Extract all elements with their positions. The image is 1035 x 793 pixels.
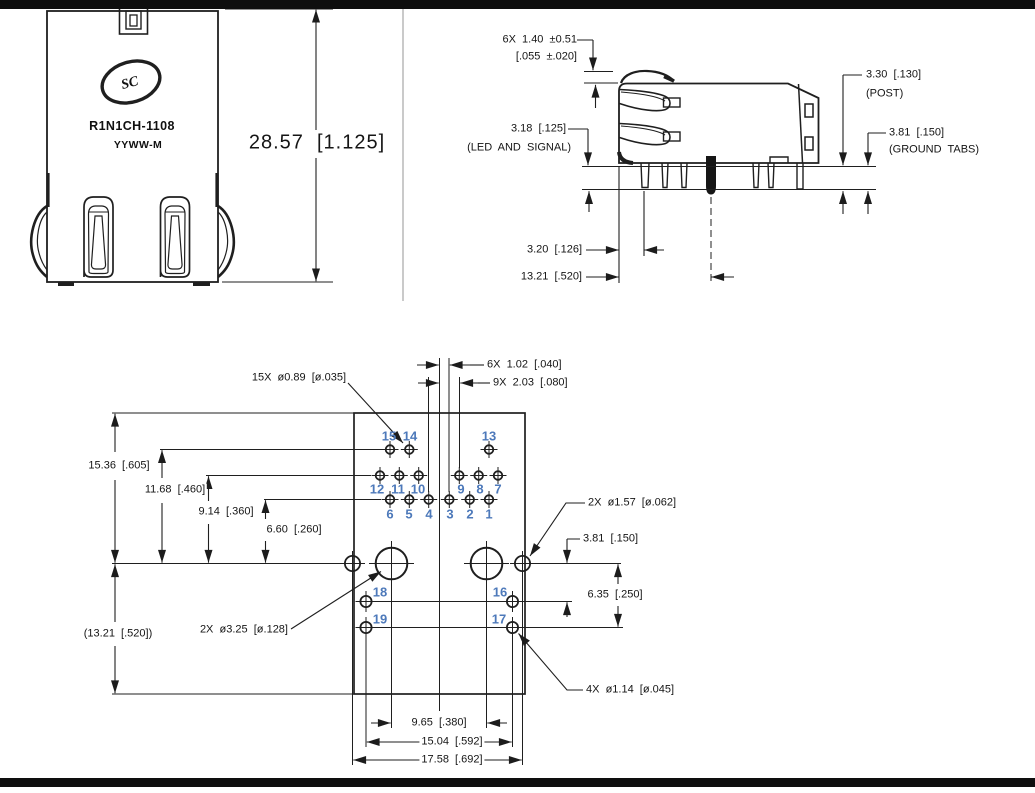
- dim-stagger-pitch: 6X 1.02 [.040]: [487, 358, 562, 371]
- dim-body-depth-ref: (13.21 [.520]): [81, 627, 155, 641]
- dim-mount-span: 9.65 [.380]: [409, 716, 469, 730]
- dim-side-hole-span: 17.58 [.692]: [419, 753, 485, 767]
- left-prong: [83, 196, 114, 278]
- dim-led-row-offset: 3.81 [.150]: [583, 532, 639, 545]
- pin-label-12: 12: [369, 481, 385, 497]
- side-view-drawing: [568, 39, 886, 283]
- footprint-dimensions: [111, 361, 622, 764]
- dim-body-height: 28.57 [1.125]: [246, 131, 388, 155]
- pin-label-17: 17: [491, 611, 507, 627]
- dim-led-row2-offset: 6.35 [.250]: [585, 588, 645, 602]
- pin-label-18: 18: [372, 584, 388, 600]
- pin-label-14: 14: [402, 428, 418, 444]
- dim-front-to-pin: 3.20 [.126]: [526, 243, 582, 256]
- pin-label-19: 19: [372, 611, 388, 627]
- pin-label-15: 15: [381, 428, 397, 444]
- lower-contact-finger: [619, 122, 671, 146]
- leader-signal-holes: [347, 382, 404, 444]
- dim-front-to-post: 13.21 [.520]: [520, 270, 582, 283]
- dim-side-holes: 2X ø1.57 [ø.062]: [588, 496, 677, 509]
- dim-pin-protrusion-in: [.055 ±.020]: [515, 50, 577, 63]
- side-pins: [640, 162, 775, 189]
- pin-label-5: 5: [405, 506, 413, 522]
- part-number-label: R1N1CH-1108: [89, 119, 175, 133]
- footprint-drawing: [111, 358, 623, 765]
- pin-label-1: 1: [485, 506, 493, 522]
- dim-led-signal-note: (LED AND SIGNAL): [467, 141, 571, 154]
- upper-contact-finger: [619, 88, 671, 112]
- dim-led-signal: 3.18 [.125]: [510, 122, 566, 135]
- dim-led-span: 15.04 [.592]: [419, 735, 485, 749]
- dim-row-top: 11.68 [.460]: [142, 483, 208, 497]
- leader-led-holes: [518, 633, 583, 691]
- dim-post: 3.30 [.130]: [866, 68, 922, 81]
- sc-logo-ellipse: [100, 59, 162, 105]
- dim-row-pitch: 9X 2.03 [.080]: [493, 376, 568, 389]
- pin-label-7: 7: [494, 481, 502, 497]
- dim-top-edge: 15.36 [.605]: [86, 459, 152, 473]
- front-height-dimension: [222, 8, 333, 283]
- dim-pin-protrusion-mm: 6X 1.40 ±0.51: [502, 33, 577, 46]
- dim-post-note: (POST): [866, 87, 904, 100]
- dim-signal-holes: 15X ø0.89 [ø.035]: [251, 371, 346, 384]
- side-body-outline: [618, 82, 820, 164]
- pin-label-10: 10: [410, 481, 426, 497]
- pin-label-11: 11: [391, 481, 405, 497]
- pin-label-3: 3: [446, 506, 454, 522]
- pin-label-2: 2: [466, 506, 474, 522]
- leader-side-holes: [529, 502, 585, 557]
- dim-row-mid: 9.14 [.360]: [196, 505, 256, 519]
- dim-ground-tabs-note: (GROUND TABS): [889, 143, 980, 156]
- left-ear: [29, 204, 48, 278]
- side-dimensions: [568, 39, 886, 281]
- dim-mount-holes: 2X ø3.25 [ø.128]: [199, 623, 288, 636]
- side-reference-lines: [582, 70, 876, 283]
- pin-label-13: 13: [481, 428, 497, 444]
- pin-label-8: 8: [476, 481, 484, 497]
- ground-tab-slot-upper: [804, 103, 814, 118]
- pin-label-16: 16: [492, 584, 508, 600]
- pin-label-4: 4: [425, 506, 433, 522]
- front-view-drawing: [29, 5, 333, 286]
- ground-tab-slot-lower: [804, 136, 814, 151]
- pin-label-6: 6: [386, 506, 394, 522]
- pin-label-9: 9: [457, 481, 465, 497]
- top-border-bar: [0, 0, 1035, 9]
- dim-led-holes: 4X ø1.14 [ø.045]: [586, 683, 675, 696]
- right-ear: [217, 204, 236, 278]
- bottom-border-bar: [0, 778, 1035, 787]
- footprint-extension-lines: [112, 358, 623, 765]
- dim-ground-tabs: 3.81 [.150]: [889, 126, 945, 139]
- right-prong: [159, 196, 191, 278]
- post: [706, 156, 716, 195]
- dim-row-bottom: 6.60 [.260]: [264, 523, 324, 537]
- leader-mount-holes: [290, 571, 382, 630]
- date-code-label: YYWW-M: [113, 139, 163, 151]
